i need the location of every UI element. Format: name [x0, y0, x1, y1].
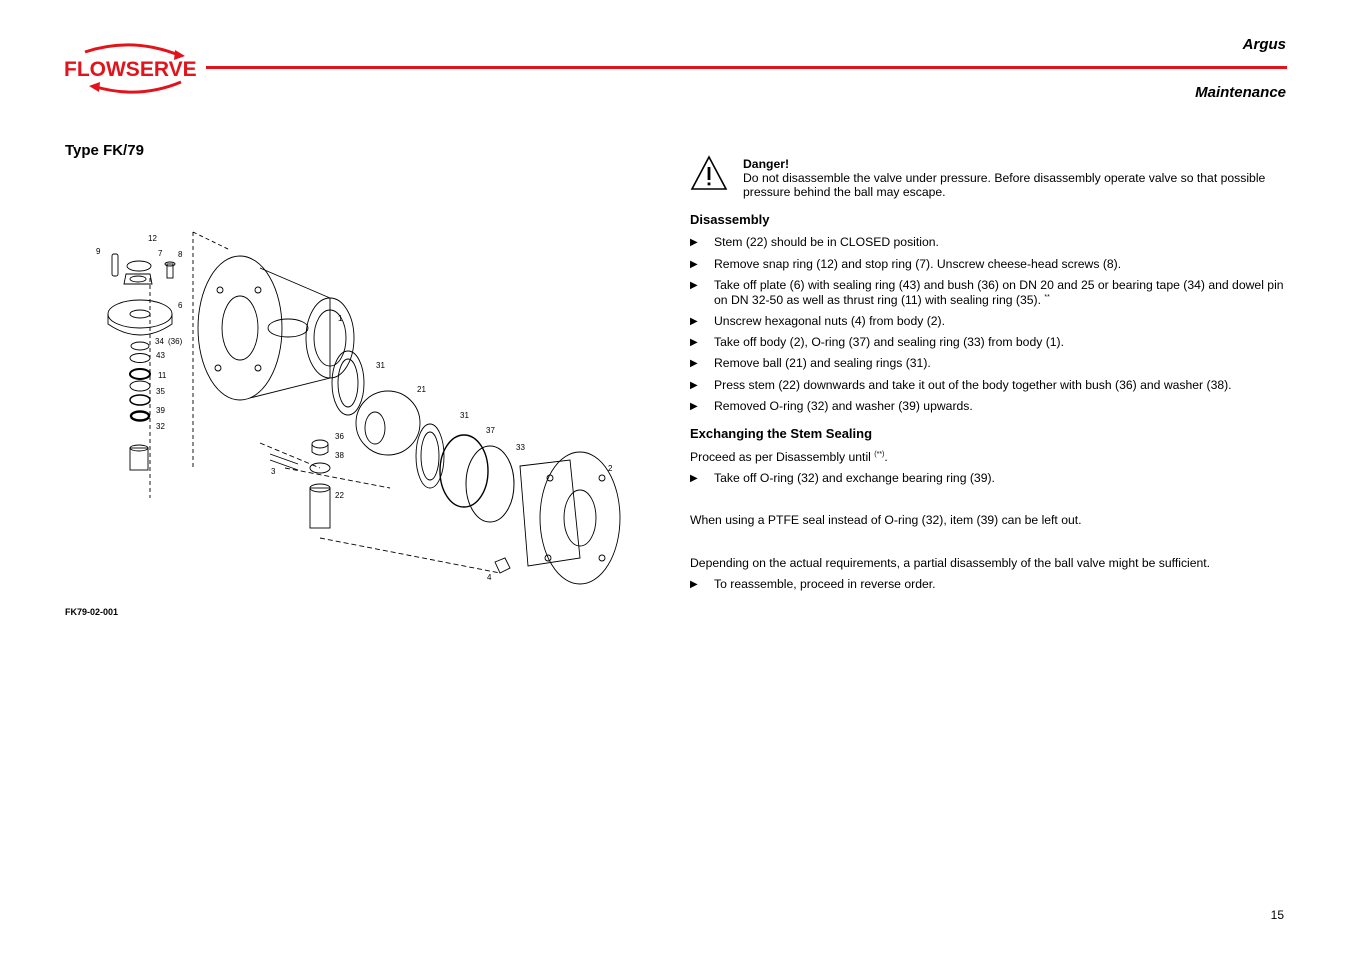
list-item: ▶ Press stem (22) downwards and take it …	[690, 378, 1232, 392]
callout-21: 21	[417, 385, 426, 394]
footnote-mark: (**)	[874, 450, 885, 458]
header-section: Maintenance	[1195, 84, 1286, 101]
logo-text: FLOWSERVE	[64, 58, 197, 81]
bullet-arrow-icon: ▶	[690, 579, 698, 590]
bullet-arrow-icon: ▶	[690, 316, 698, 327]
callout-12: 12	[148, 234, 157, 243]
bullet-arrow-icon: ▶	[690, 237, 698, 248]
list-item: ▶ Take off plate (6) with sealing ring (…	[690, 278, 1284, 307]
stem-sealing-heading: Exchanging the Stem Sealing	[690, 426, 873, 441]
callout-22: 22	[335, 491, 344, 500]
callout-3: 3	[271, 467, 276, 476]
callout-9: 9	[96, 247, 101, 256]
list-item: ▶ To reassemble, proceed in reverse orde…	[690, 577, 936, 591]
list-item: ▶ Removed O-ring (32) and washer (39) up…	[690, 399, 973, 413]
list-item: ▶ Take off O-ring (32) and exchange bear…	[690, 471, 995, 485]
callout-31: 31	[376, 361, 385, 370]
list-item: ▶ Remove snap ring (12) and stop ring (7…	[690, 257, 1122, 271]
callout-38: 38	[335, 451, 344, 460]
bullet-arrow-icon: ▶	[690, 337, 698, 348]
page-number: 15	[1270, 908, 1284, 922]
bullet-arrow-icon: ▶	[690, 358, 698, 369]
danger-notice: Danger! Do not disassemble the valve und…	[743, 157, 1288, 199]
list-item: ▶ Unscrew hexagonal nuts (4) from body (…	[690, 314, 945, 328]
header-rule	[206, 66, 1287, 69]
warning-triangle-icon	[690, 154, 728, 192]
callout-32: 32	[156, 422, 165, 431]
callout-8: 8	[178, 250, 183, 259]
callout-31b: 31	[460, 411, 469, 420]
callout-39: 39	[156, 406, 165, 415]
callout-33: 33	[516, 443, 525, 452]
figure-id: FK79-02-001	[65, 607, 119, 617]
callout-35: 35	[156, 387, 165, 396]
bullet-arrow-icon: ▶	[690, 380, 698, 391]
partial-disassembly-note: Depending on the actual requirements, a …	[690, 556, 1211, 570]
disassembly-heading: Disassembly	[690, 212, 770, 227]
callout-36-paren: (36)	[168, 337, 183, 346]
footnote-mark: **	[1044, 293, 1050, 301]
callout-4: 4	[487, 573, 492, 582]
callout-2: 2	[608, 464, 613, 473]
callout-11: 11	[158, 371, 167, 380]
bullet-arrow-icon: ▶	[690, 473, 698, 484]
header-brand: Argus	[1242, 36, 1286, 53]
danger-text: Do not disassemble the valve under press…	[743, 171, 1266, 199]
bullet-arrow-icon: ▶	[690, 280, 698, 291]
bullet-arrow-icon: ▶	[690, 259, 698, 270]
bullet-arrow-icon: ▶	[690, 401, 698, 412]
list-item: ▶ Stem (22) should be in CLOSED position…	[690, 235, 939, 249]
ptfe-note: When using a PTFE seal instead of O-ring…	[690, 513, 1082, 527]
callout-37: 37	[486, 426, 495, 435]
callout-1: 1	[338, 314, 343, 323]
list-item: ▶ Remove ball (21) and sealing rings (31…	[690, 356, 931, 370]
callout-43: 43	[156, 351, 165, 360]
danger-title: Danger!	[743, 157, 790, 171]
list-item: ▶ Take off body (2), O-ring (37) and sea…	[690, 335, 1064, 349]
stem-sealing-intro: Proceed as per Disassembly until (**).	[690, 450, 888, 464]
exploded-view-drawing: 12 9 7 8 6 34 (36) 43 11 35 39 32 1 31 2…	[90, 228, 635, 593]
flowserve-logo: FLOWSERVE	[63, 42, 203, 96]
callout-36: 36	[335, 432, 344, 441]
callout-7: 7	[158, 249, 163, 258]
callout-34: 34	[155, 337, 164, 346]
callout-6: 6	[178, 301, 183, 310]
figure-title: Type FK/79	[65, 142, 144, 159]
